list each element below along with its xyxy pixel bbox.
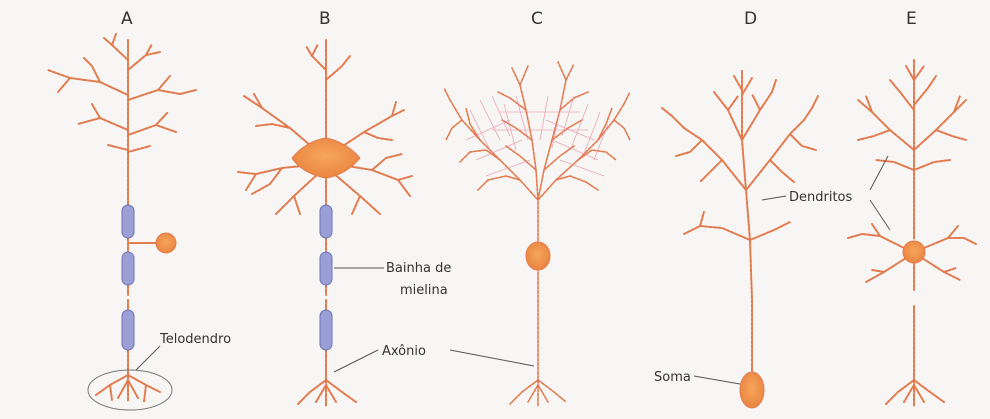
soma-label: Soma [654,370,691,385]
neuron-a-soma [156,233,176,253]
neuron-d-soma [740,372,764,408]
bainha-label-line2: mielina [400,283,448,298]
neuron-c-dense-dendrites [466,96,608,176]
axonio-callout-line-left [334,350,378,372]
axonio-label: Axônio [382,344,426,359]
neuron-b-soma [292,138,360,178]
neuron-e [848,60,976,406]
dendritos-label: Dendritos [789,190,853,205]
bainha-label-line1: Bainha de [386,261,451,276]
neuron-a-myelin [122,205,134,350]
neuron-letter-a: A [121,9,133,29]
telodendro-label: Telodendro [159,332,231,347]
dendritos-callout-line-d [762,196,786,200]
neuron-letter-c: C [531,9,543,29]
neuron-e-soma [903,241,925,263]
neuron-letter-b: B [319,9,331,29]
telodendro-callout-line [136,346,160,370]
callout-lines [136,156,890,384]
soma-callout-line [694,376,740,384]
neuron-letter-e: E [906,9,917,29]
axonio-callout-line-right [450,350,534,366]
neuron-b-myelin [320,205,332,350]
neuron-c-soma [526,242,550,270]
neuron-letter-d: D [744,9,757,29]
neuron-d [662,70,818,375]
